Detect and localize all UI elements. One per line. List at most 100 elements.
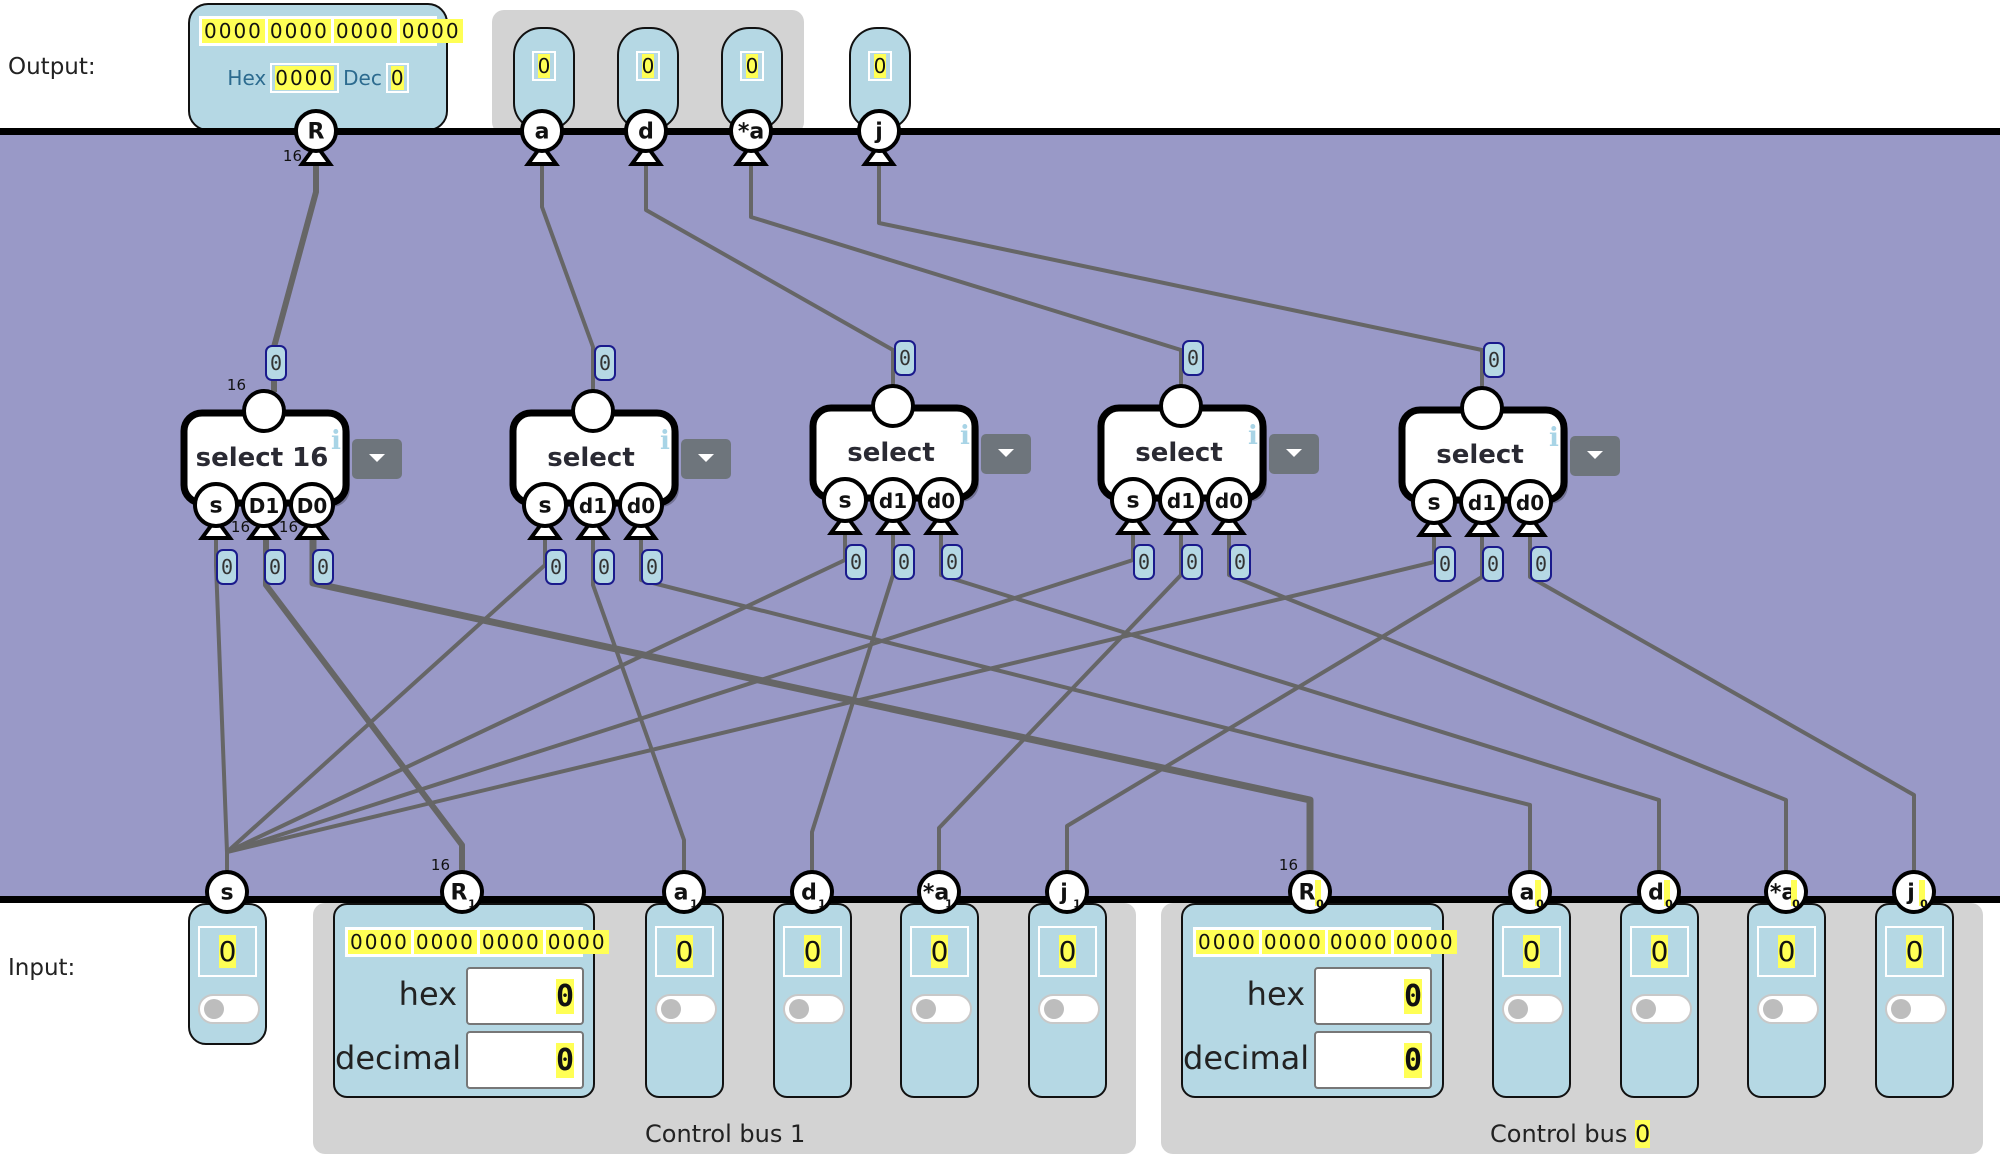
wire-a0-to-select2-d0 [639,530,1532,872]
select-4-pin-s[interactable] [1110,477,1156,523]
input-j0-toggle[interactable] [1885,994,1947,1024]
select-4-dropdown-button[interactable] [1269,434,1319,474]
input-s-toggle[interactable] [198,994,260,1024]
select-2-input-probe-value: 0 [598,555,610,579]
input-R0-decimal-value: 0 [1403,1042,1422,1078]
input-d1-switch: 0 [773,903,852,1098]
select-3-pin-s[interactable] [822,477,868,523]
select-3-dropdown-button[interactable] [981,434,1031,474]
select-2-input-probe[interactable] [641,549,663,585]
select-2-body[interactable] [509,409,679,507]
select-2-pin-s[interactable] [522,482,568,528]
select-3-input-probe[interactable] [893,544,915,580]
select-5-output-probe-value: 0 [1488,348,1500,372]
select-5-dropdown-button[interactable] [1570,436,1620,476]
select-5-input-probe[interactable] [1434,546,1456,582]
select-1-body[interactable] [180,409,350,507]
bit-group[interactable]: 0000 [413,930,477,954]
select-2-output-pin[interactable] [571,389,615,433]
info-icon: i [1248,421,1258,451]
select-3-output-probe[interactable] [894,340,916,376]
input-a1-value-box: 0 [655,926,714,977]
select-5-input-probe[interactable] [1530,546,1552,582]
input-R1-decimal-value: 0 [555,1042,574,1078]
select-5-output-probe[interactable] [1483,342,1505,378]
input-R0-decimal-field[interactable]: 0 [1314,1031,1432,1089]
select-1-dropdown-button[interactable] [352,439,402,479]
info-icon: i [660,426,670,456]
select-3-pin-d0[interactable] [918,477,964,523]
select-1-pin-D0[interactable] [289,482,335,528]
select-4-input-probe[interactable] [1229,544,1251,580]
control-bus-0-label-value[interactable]: 0 [1634,1120,1651,1148]
select-2-pin-d1-arrow [575,515,611,540]
input-R1-hex-field[interactable]: 0 [466,967,584,1025]
bit-group[interactable]: 0000 [1327,930,1391,954]
bit-group[interactable]: 0000 [479,930,543,954]
select-4-output-probe[interactable] [1182,340,1204,376]
input-R0-hex-field[interactable]: 0 [1314,967,1432,1025]
select-4-output-pin[interactable] [1159,384,1203,428]
select-1-input-probe[interactable] [216,549,238,585]
select-5-pin-d0[interactable] [1507,479,1553,525]
select-2-input-probe[interactable] [545,549,567,585]
select-3-body[interactable] [809,404,979,502]
select-2-pin-d1[interactable] [570,482,616,528]
select-3-input-probe[interactable] [941,544,963,580]
select-1-output-probe[interactable] [265,345,287,381]
select-2-input-probe[interactable] [593,549,615,585]
input-a1-value: 0 [675,935,694,968]
input-star-a1-switch: 0 [900,903,979,1098]
bit-group[interactable]: 0000 [1261,930,1325,954]
input-star-a0-value-box: 0 [1757,926,1816,977]
select-5-pin-s[interactable] [1411,479,1457,525]
chevron-down-icon [698,454,714,462]
input-pin-d0-label: d [1648,881,1664,906]
input-star-a0-toggle[interactable] [1757,994,1819,1024]
input-bus-line [0,896,2000,903]
bit-group[interactable]: 0000 [1393,930,1457,954]
select-4-pin-d0[interactable] [1206,477,1252,523]
select-1-pin-D1-label: D1 [249,494,280,518]
select-1-pin-s[interactable] [193,482,239,528]
input-d0-toggle[interactable] [1630,994,1692,1024]
select-3-output-pin[interactable] [871,384,915,428]
select-2-pin-d0[interactable] [618,482,664,528]
wire-star-a0-to-select4-d0 [1227,525,1788,872]
select-3-pin-d1[interactable] [870,477,916,523]
select-2-dropdown-button[interactable] [681,439,731,479]
input-a0-value-box: 0 [1502,926,1561,977]
input-pin-star-a0-label: *a [1770,881,1796,906]
select-1-output-pin[interactable] [242,389,286,433]
output-j-arrow [861,141,897,166]
input-star-a1-toggle[interactable] [910,994,972,1024]
select-5-input-probe[interactable] [1482,546,1504,582]
select-1-pin-D1[interactable] [241,482,287,528]
select-1-input-probe[interactable] [264,549,286,585]
input-a1-toggle[interactable] [655,994,717,1024]
input-j1-toggle[interactable] [1038,994,1100,1024]
bit-group[interactable]: 0000 [545,930,609,954]
input-R1-decimal-field[interactable]: 0 [466,1031,584,1089]
select-4-input-probe[interactable] [1133,544,1155,580]
input-j1-value-box: 0 [1038,926,1097,977]
select-3-input-probe[interactable] [845,544,867,580]
select-5-pin-d1[interactable] [1459,479,1505,525]
select-2-shadow [517,417,679,507]
select-5-output-pin[interactable] [1460,386,1504,430]
select-2-output-probe[interactable] [594,345,616,381]
select-1-input-probe[interactable] [312,549,334,585]
select-2-pin-d1-label: d1 [579,494,607,518]
input-a0-toggle[interactable] [1502,994,1564,1024]
select-4-input-probe[interactable] [1181,544,1203,580]
select-4-body[interactable] [1097,404,1267,502]
select-4-pin-d1[interactable] [1158,477,1204,523]
bit-group[interactable]: 0000 [348,930,411,954]
input-R1-decimal-label: decimal [335,1039,462,1077]
select-5-body[interactable] [1398,406,1568,504]
select-4-pin-s-label: s [1126,489,1139,514]
bit-group[interactable]: 0000 [1196,930,1259,954]
output-d-value: 0 [641,54,655,78]
input-d1-toggle[interactable] [783,994,845,1024]
select-1-pin-D1-arrow [246,515,282,540]
